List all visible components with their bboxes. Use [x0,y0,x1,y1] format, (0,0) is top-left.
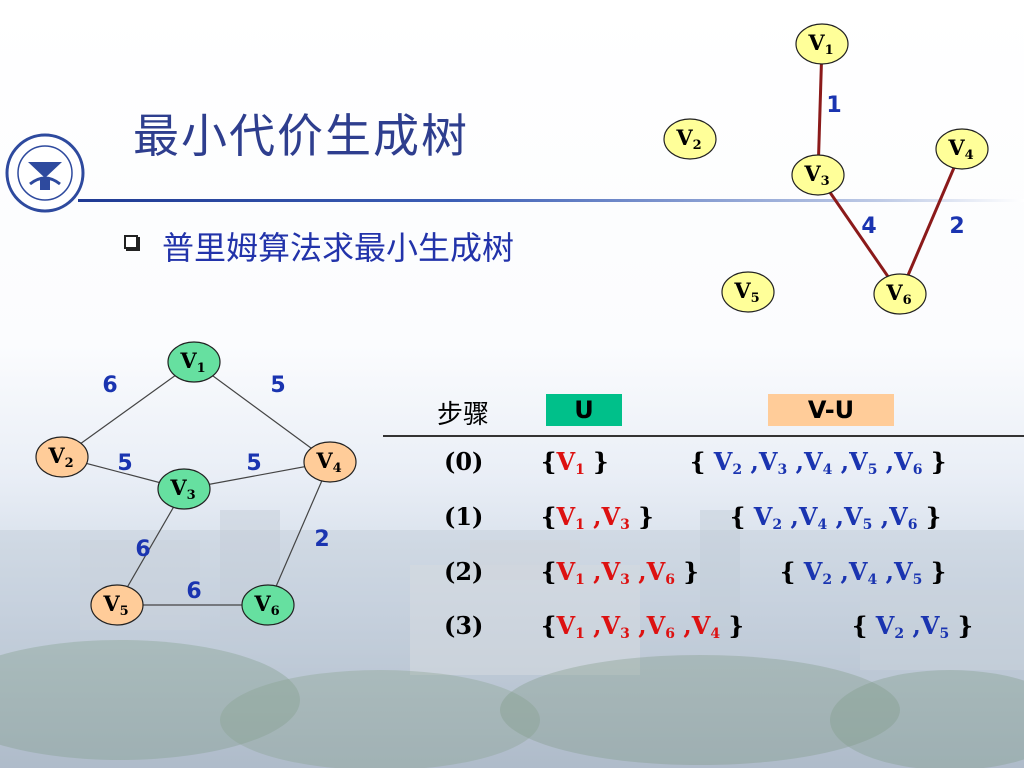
graph-edge [61,361,195,458]
bullet-square-icon [124,235,138,249]
node-label: V1 [179,348,205,376]
node-v6: V6 [873,273,927,315]
node-shape [721,271,775,313]
u-set-value: {V1 ,V3 } [541,502,654,533]
edge-weight-label: 6 [102,373,117,398]
graph-edge [116,488,185,606]
table-row: (3) {V1 ,V3 ,V6 ,V4 } { V2 ,V5 } [0,611,1024,651]
node-shape [167,341,221,383]
node-shape [663,118,717,160]
node-v3: V3 [157,468,211,510]
node-v5: V5 [721,271,775,313]
table-row: (0) {V1 } { V2 ,V3 ,V4 ,V5 ,V6 } [0,447,1024,487]
node-shape [35,436,89,478]
u-set-header: U [546,394,622,426]
table-divider [383,435,1024,437]
u-set-value: {V1 ,V3 ,V6 ,V4 } [541,611,744,642]
page-title: 最小代价生成树 [133,109,469,163]
v-minus-u-header: V-U [768,394,894,426]
mst-edge [898,148,964,295]
node-shape [90,584,144,626]
node-label: V2 [675,125,701,153]
university-logo [5,133,85,213]
node-shape [935,128,989,170]
edge-weight-label: 6 [186,579,201,604]
campus-photo-background [0,510,1024,768]
v-minus-u-set-value: { V2 ,V3 ,V4 ,V5 ,V6 } [690,447,947,478]
edge-weight-label: 5 [117,451,132,476]
node-v2: V2 [35,436,89,478]
edge-weight-label: 2 [949,214,964,239]
node-shape [241,584,295,626]
node-v4: V4 [935,128,989,170]
section-subtitle: 普里姆算法求最小生成树 [162,229,515,267]
node-v1: V1 [795,23,849,65]
node-shape [303,441,357,483]
edge-weight-label: 2 [314,527,329,552]
edge-weight-label: 5 [246,451,261,476]
table-row: (1) {V1 ,V3 } { V2 ,V4 ,V5 ,V6 } [0,502,1024,542]
node-shape [795,23,849,65]
u-set-value: {V1 } [541,447,609,478]
mst-edge [816,43,824,176]
title-divider [78,199,1024,202]
u-set-value: {V1 ,V3 ,V6 } [541,557,699,588]
edge-weight-label: 5 [270,373,285,398]
graph-edge [267,461,331,606]
node-shape [157,468,211,510]
node-v5: V5 [90,584,144,626]
node-v1: V1 [167,341,221,383]
node-v6: V6 [241,584,295,626]
node-shape [791,154,845,196]
table-row: (2) {V1 ,V3 ,V6 } { V2 ,V4 ,V5 } [0,557,1024,597]
step-label: (2) [444,557,484,586]
node-shape [873,273,927,315]
edge-weight-label: 1 [826,93,841,118]
step-label: (1) [444,502,484,531]
v-minus-u-set-value: { V2 ,V4 ,V5 } [780,557,947,588]
step-label: (3) [444,611,484,640]
graph-edge [193,361,331,463]
node-v2: V2 [663,118,717,160]
edge-weight-label: 4 [861,214,876,239]
v-minus-u-set-value: { V2 ,V4 ,V5 ,V6 } [730,502,942,533]
edge-weight-label: 6 [135,537,150,562]
node-v3: V3 [791,154,845,196]
node-v4: V4 [303,441,357,483]
step-label: (0) [444,447,484,476]
step-header: 步骤 [437,400,490,430]
v-minus-u-set-value: { V2 ,V5 } [852,611,974,642]
mst-edge [816,174,902,295]
